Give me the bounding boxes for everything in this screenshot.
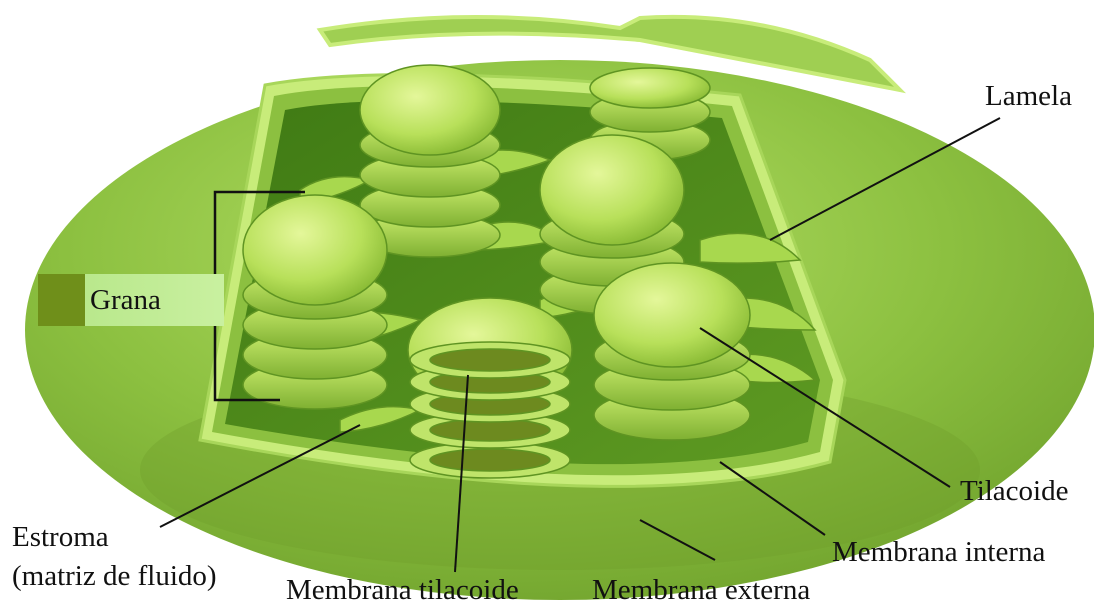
membrana-externa-label: Membrana externa	[592, 576, 810, 605]
tilacoide-label: Tilacoide	[960, 477, 1068, 506]
granum-front-right	[594, 263, 750, 440]
lamela-label: Lamela	[985, 82, 1072, 111]
estroma-sub-label: (matriz de fluido)	[12, 562, 217, 591]
grana-label: Grana	[90, 286, 161, 315]
granum-left	[243, 195, 387, 409]
membrana-tilacoide-label: Membrana tilacoide	[286, 576, 519, 605]
estroma-label: Estroma	[12, 523, 109, 552]
granum-front-cut	[408, 298, 572, 478]
membrana-interna-label: Membrana interna	[832, 538, 1045, 567]
